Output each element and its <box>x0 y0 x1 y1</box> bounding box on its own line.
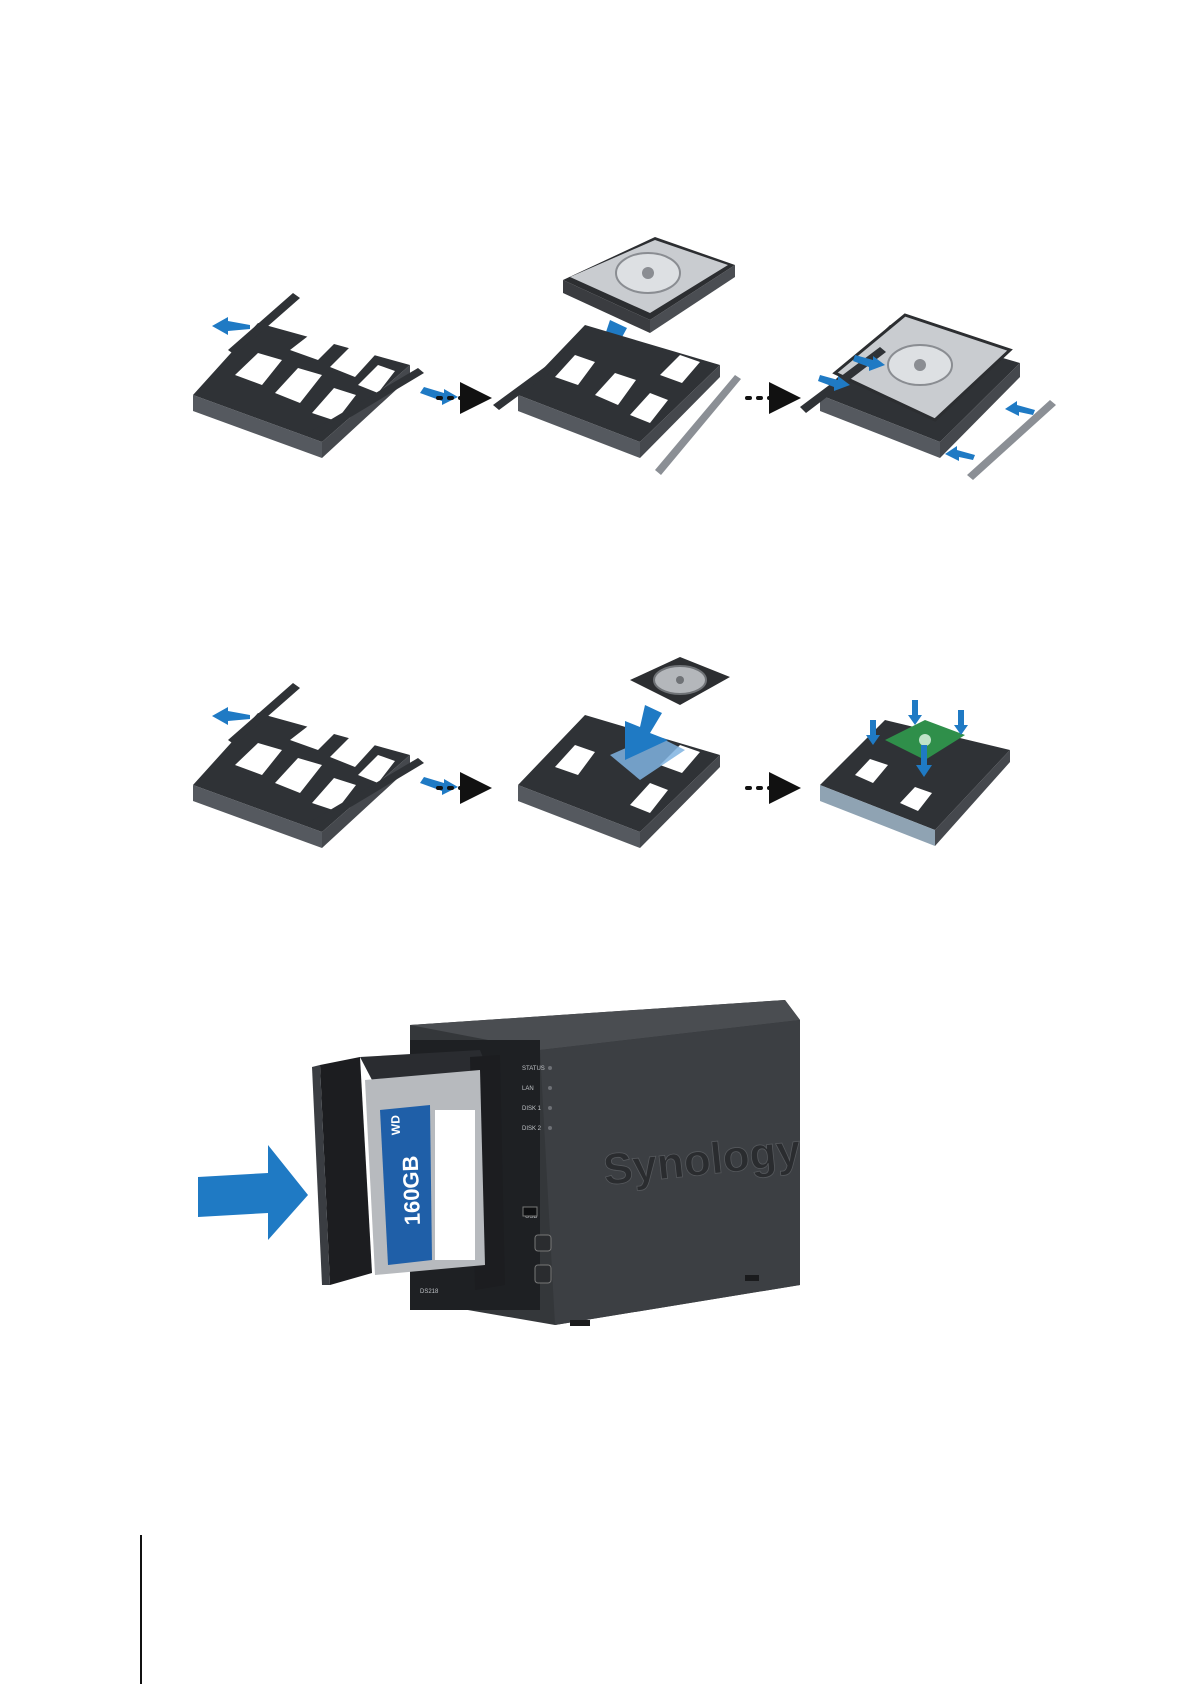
usb-port <box>523 1207 537 1216</box>
hard-drive-35 <box>563 237 735 333</box>
figure-hdd-25-svg <box>0 655 1191 865</box>
hard-drive-35: 160GB WD <box>365 1070 485 1275</box>
drive-brand-text: WD <box>388 1115 403 1136</box>
drive-tray-empty <box>518 715 720 848</box>
figure-hdd-25-install <box>0 655 1191 865</box>
copy-button <box>535 1265 551 1283</box>
drive-tray-open <box>193 323 410 458</box>
led-status-label: STATUS <box>522 1066 545 1072</box>
led-disk1-label: DISK 1 <box>522 1106 542 1112</box>
figure-insert-svg: Synology STATUS LAN DISK 1 DISK 2 USB DS… <box>0 995 1191 1330</box>
page-margin-rule <box>140 1535 142 1684</box>
drive-tray-open <box>193 713 410 848</box>
blue-arrow-icon <box>198 1145 308 1240</box>
figure-hdd-35-svg <box>0 225 1191 480</box>
drive-capacity-text: 160GB <box>398 1155 425 1226</box>
hard-drive-25 <box>630 657 730 705</box>
drive-tray-with-hdd <box>820 720 1010 846</box>
model-label: DS218 <box>420 1289 439 1295</box>
figure-insert-drive-tray: Synology STATUS LAN DISK 1 DISK 2 USB DS… <box>0 995 1191 1330</box>
figure-hdd-35-install <box>0 225 1191 480</box>
led-disk2-label: DISK 2 <box>522 1126 542 1132</box>
power-button <box>535 1235 551 1251</box>
led-lan-label: LAN <box>522 1086 534 1092</box>
drive-tray-with-hdd <box>820 315 1020 458</box>
